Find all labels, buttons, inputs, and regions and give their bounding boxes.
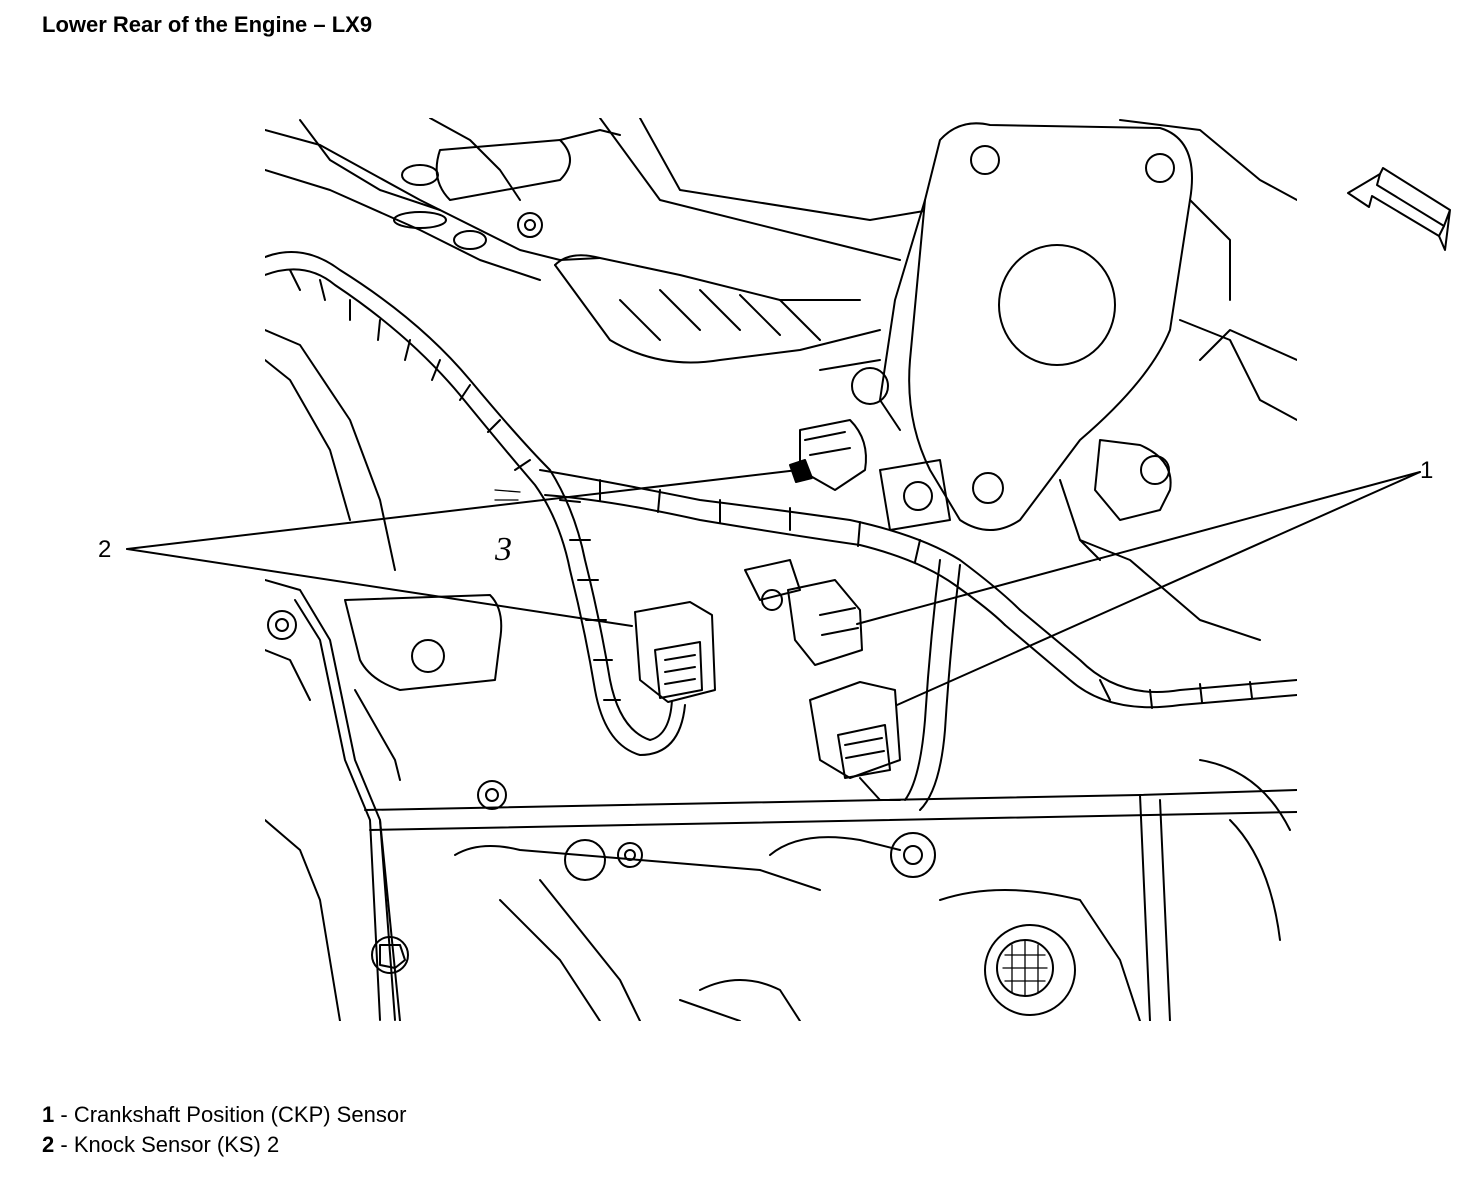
- legend-item-2: 2 - Knock Sensor (KS) 2: [42, 1130, 406, 1160]
- legend-item-2-label: Knock Sensor (KS) 2: [73, 1132, 280, 1157]
- view-direction-arrow-icon: [1347, 167, 1451, 251]
- callout-1-leaders: [856, 471, 1421, 706]
- legend-item-1-label: Crankshaft Position (CKP) Sensor: [73, 1102, 407, 1127]
- callout-2-leaders: [126, 469, 799, 627]
- diagram-title: Lower Rear of the Engine – LX9: [42, 12, 373, 37]
- legend-item-1: 1 - Crankshaft Position (CKP) Sensor: [42, 1100, 406, 1130]
- callout-1-number: 1: [1420, 457, 1434, 484]
- legend-separator: -: [54, 1132, 74, 1157]
- callout-2-number: 2: [98, 536, 112, 563]
- legend-item-2-number: 2: [42, 1132, 55, 1157]
- legend: 1 - Crankshaft Position (CKP) Sensor 2 -…: [42, 1100, 406, 1160]
- legend-separator: -: [54, 1102, 74, 1127]
- engraved-number: 3: [494, 531, 512, 568]
- legend-item-1-number: 1: [42, 1102, 55, 1127]
